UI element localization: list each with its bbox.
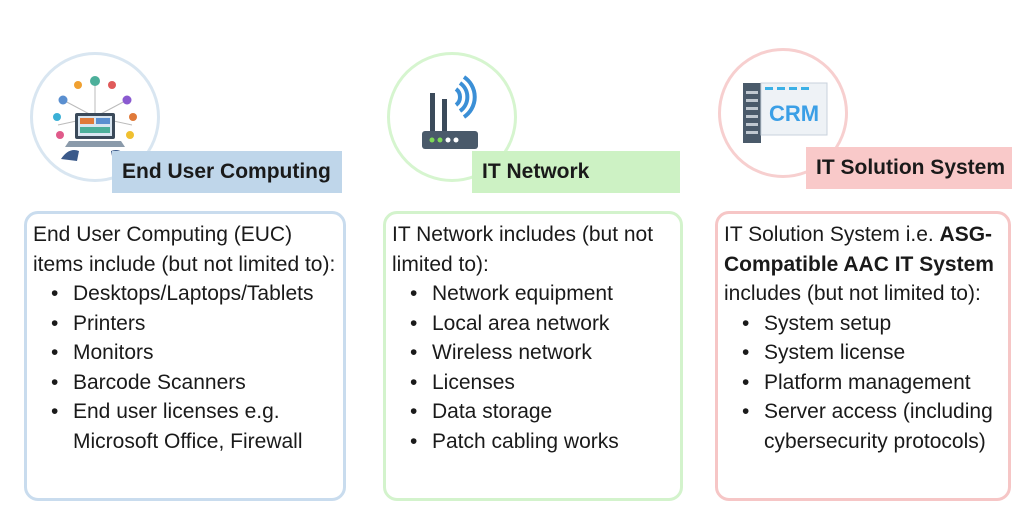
list-item: Wireless network <box>392 338 674 368</box>
list-item: Printers <box>33 309 337 339</box>
euc-intro: End User Computing (EUC) items include (… <box>33 223 336 276</box>
list-item: Desktops/Laptops/Tablets <box>33 279 337 309</box>
wifi-router-icon <box>422 75 478 149</box>
list-item: Monitors <box>33 338 337 368</box>
crm-label: CRM <box>769 101 819 126</box>
list-item: Local area network <box>392 309 674 339</box>
list-item: Platform management <box>724 368 1002 398</box>
network-card: IT Network includes (but not limited to)… <box>383 211 683 501</box>
solution-item-list: System setup System license Platform man… <box>724 309 1002 457</box>
list-item: Data storage <box>392 397 674 427</box>
list-item: End user licenses e.g. Microsoft Office,… <box>33 397 337 456</box>
crm-icon: CRM <box>743 82 828 143</box>
solution-intro: IT Solution System i.e. ASG-Compatible A… <box>724 223 994 305</box>
network-item-list: Network equipment Local area network Wir… <box>392 279 674 456</box>
network-intro: IT Network includes (but not limited to)… <box>392 223 654 276</box>
euc-title: End User Computing <box>112 151 342 193</box>
euc-card: End User Computing (EUC) items include (… <box>24 211 346 501</box>
solution-card: IT Solution System i.e. ASG-Compatible A… <box>715 211 1011 501</box>
system-name: ASG-Compatible AAC IT System <box>724 223 994 276</box>
list-item: Patch cabling works <box>392 427 674 457</box>
euc-item-list: Desktops/Laptops/Tablets Printers Monito… <box>33 279 337 456</box>
list-item: System setup <box>724 309 1002 339</box>
laptop-network-icon <box>53 76 137 161</box>
list-item: System license <box>724 338 1002 368</box>
euc-icon-circle <box>30 52 160 182</box>
list-item: Server access (including cybersecurity p… <box>724 397 1002 456</box>
list-item: Licenses <box>392 368 674 398</box>
solution-title: IT Solution System <box>806 147 1012 189</box>
list-item: Barcode Scanners <box>33 368 337 398</box>
list-item: Network equipment <box>392 279 674 309</box>
network-title: IT Network <box>472 151 680 193</box>
network-icon-circle <box>387 52 517 182</box>
